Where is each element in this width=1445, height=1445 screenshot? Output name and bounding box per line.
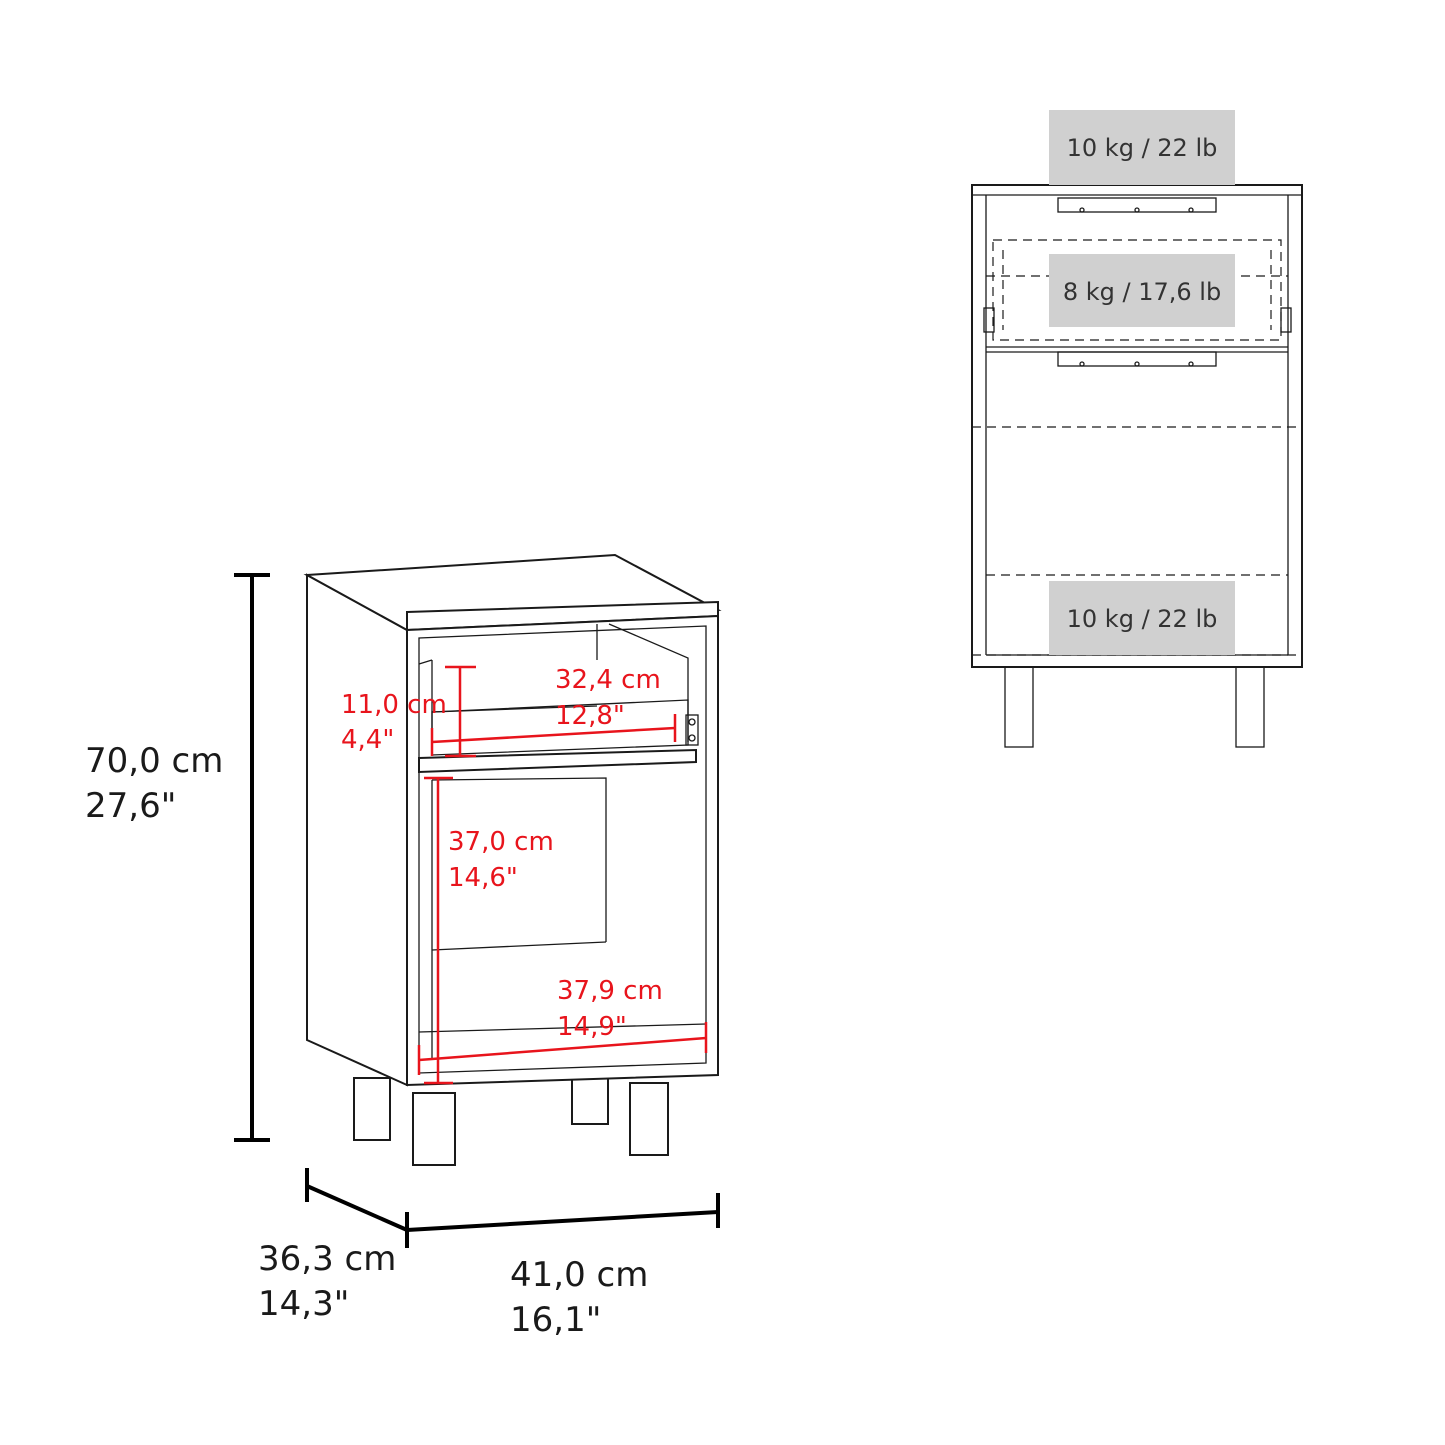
front-left-leg <box>412 1092 456 1166</box>
drawer-outline <box>992 239 1282 341</box>
front-right-leg <box>629 1082 669 1156</box>
drawer-height-cm: 11,0 cm <box>341 690 447 720</box>
depth-in: 14,3" <box>258 1284 349 1324</box>
drawer-width-in: 12,8" <box>555 701 625 731</box>
middle-shelf <box>418 748 697 774</box>
back-left-leg <box>353 1077 391 1141</box>
drawer-weight-label: 8 kg / 17,6 lb <box>1063 278 1221 306</box>
nightstand-front-view: 10 kg / 22 lb 8 kg / 17,6 lb 10 kg / 22 … <box>971 110 1303 748</box>
cabinet-height-in: 14,6" <box>448 863 518 893</box>
bottom-weight-label: 10 kg / 22 lb <box>1067 605 1218 633</box>
left-slide-icon <box>983 307 995 333</box>
width-cm: 41,0 cm <box>510 1255 648 1295</box>
cabinet-width-in: 14,9" <box>557 1012 627 1042</box>
bottom-weight-badge <box>1049 581 1235 655</box>
hinge-icon <box>685 714 699 746</box>
inner-opening <box>418 625 707 1074</box>
drawer-handle-top <box>1057 197 1217 213</box>
height-in: 27,6" <box>85 786 176 826</box>
back-right-leg <box>571 1077 609 1125</box>
inner-measurements: 11,0 cm 4,4" 32,4 cm 12,8" 37,0 cm 14,6"… <box>341 665 708 1085</box>
top-weight-badge <box>1049 110 1235 185</box>
cabinet-width-cm: 37,9 cm <box>557 976 663 1006</box>
width-in: 16,1" <box>510 1300 601 1340</box>
cabinet-height-cm: 37,0 cm <box>448 827 554 857</box>
side-panel <box>306 573 408 1087</box>
depth-cm: 36,3 cm <box>258 1239 396 1279</box>
height-cm: 70,0 cm <box>85 741 223 781</box>
right-slide-icon <box>1280 307 1292 333</box>
front-view-left-leg <box>1004 666 1034 748</box>
nightstand-3d-view <box>303 553 722 1166</box>
front-view-right-leg <box>1235 666 1265 748</box>
front-frame <box>406 614 719 1087</box>
drawer-width-cm: 32,4 cm <box>555 665 661 695</box>
drawer-weight-badge <box>1049 254 1235 327</box>
drawer-height-in: 4,4" <box>341 725 394 755</box>
drawer-handle-bottom <box>1057 351 1217 367</box>
overall-measurements: 70,0 cm 27,6" 36,3 cm 14,3" 41,0 cm 16,1… <box>85 573 720 1340</box>
top-weight-label: 10 kg / 22 lb <box>1067 134 1218 162</box>
